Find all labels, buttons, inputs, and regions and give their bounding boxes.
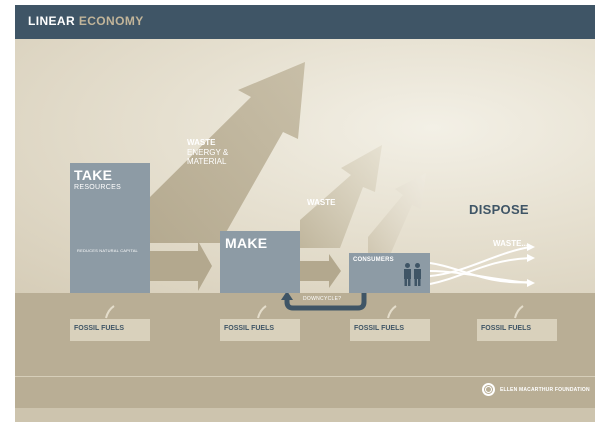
consumers-box: CONSUMERS — [349, 253, 430, 293]
linear-economy-diagram: LINEAR ECONOMY — [15, 5, 595, 422]
fossil-fuels-label: FOSSIL FUELS — [481, 325, 532, 332]
ground-band — [15, 293, 595, 422]
foundation-logo-icon — [482, 383, 495, 396]
waste-arrow-small — [368, 173, 426, 255]
fossil-up-arrows — [105, 305, 524, 319]
dispose-title: DISPOSE — [469, 202, 529, 217]
make-title: MAKE — [225, 235, 268, 251]
waste-arrow-large — [150, 62, 305, 243]
title-main: LINEAR — [28, 14, 76, 28]
downcycle-loop — [284, 290, 367, 311]
fossil-fuels-box: FOSSIL FUELS — [350, 319, 430, 341]
fossil-fuels-label: FOSSIL FUELS — [74, 325, 125, 332]
title-accent: ECONOMY — [78, 14, 144, 28]
foundation-logo-text: ELLEN MACARTHUR FOUNDATION — [500, 387, 590, 393]
dispose-arrowheads — [527, 243, 535, 287]
waste-medium-title: WASTE — [307, 198, 336, 207]
fossil-fuels-box: FOSSIL FUELS — [220, 319, 300, 341]
make-to-consumers-arrow — [300, 254, 341, 288]
waste-large-line1: ENERGY & — [187, 148, 229, 157]
dispose-waste-label: WASTE... — [493, 239, 529, 248]
take-to-make-arrow — [150, 241, 212, 291]
take-title: TAKE — [74, 167, 113, 183]
waste-large-line2: MATERIAL — [187, 157, 227, 166]
fossil-fuels-label: FOSSIL FUELS — [224, 325, 275, 332]
waste-arrow-medium — [300, 145, 382, 248]
ground-divider — [15, 376, 595, 377]
fossil-fuels-box: FOSSIL FUELS — [70, 319, 150, 341]
take-subtitle: RESOURCES — [74, 184, 122, 191]
dispose-waste-lines — [429, 246, 531, 285]
ground-bottom-band — [15, 408, 595, 422]
header-bar: LINEAR ECONOMY — [15, 5, 595, 39]
fossil-fuels-box: FOSSIL FUELS — [477, 319, 557, 341]
flow-arrows — [81, 62, 535, 319]
waste-large-title: WASTE — [187, 138, 216, 147]
consumers-people-icon — [404, 263, 421, 286]
take-note: REDUCES NATURAL CAPITAL — [77, 248, 138, 253]
fossil-fuels-label: FOSSIL FUELS — [354, 325, 405, 332]
downcycle-label: DOWNCYCLE? — [303, 296, 342, 302]
downcycle-arrowhead — [281, 291, 293, 300]
make-box: MAKE — [220, 231, 300, 293]
foundation-logo-inner-icon — [485, 386, 492, 393]
take-box: TAKE RESOURCES REDUCES NATURAL CAPITAL — [70, 163, 150, 293]
consumers-title: CONSUMERS — [353, 257, 394, 263]
diagram-title: LINEAR ECONOMY — [28, 14, 144, 28]
